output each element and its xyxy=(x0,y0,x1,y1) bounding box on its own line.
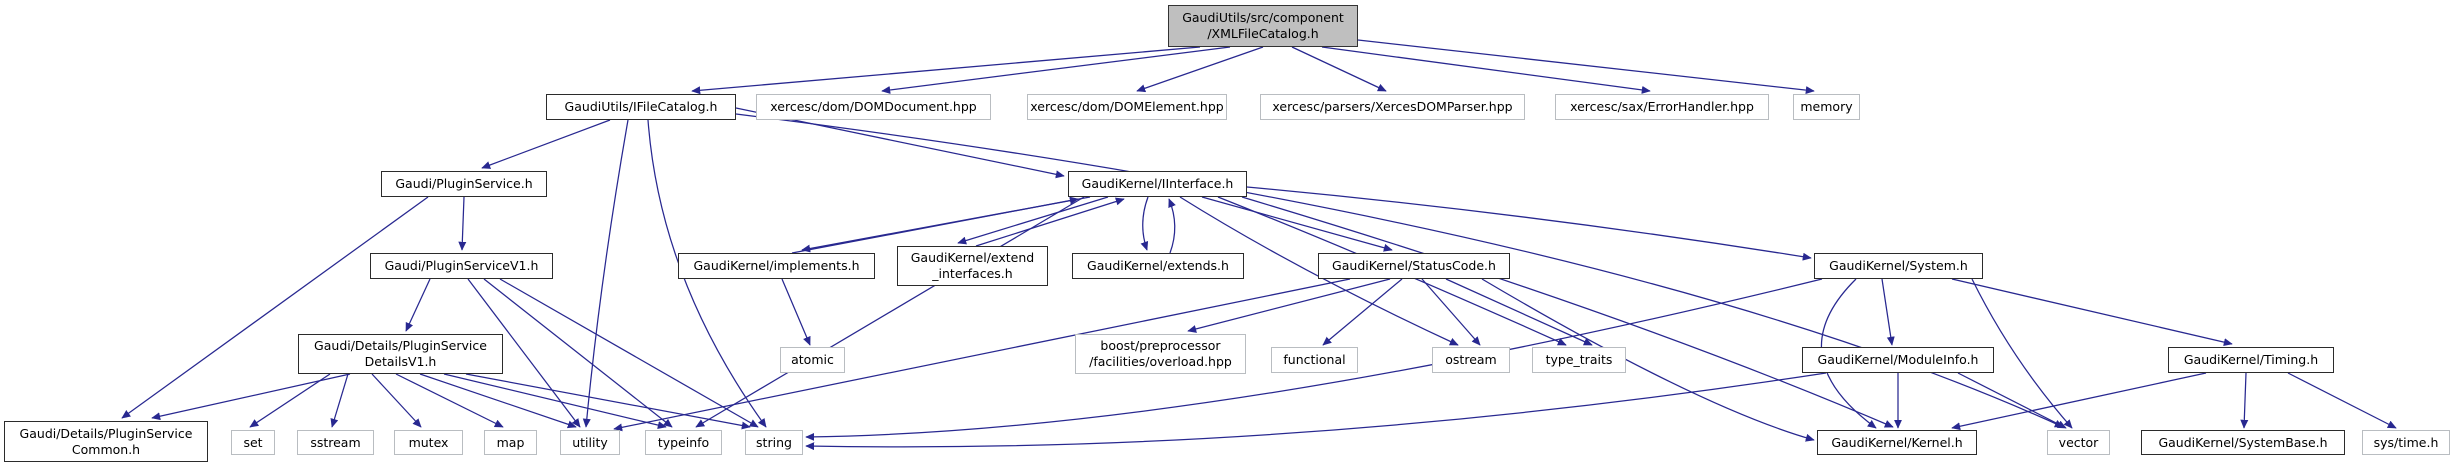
edge-sc-to-ker xyxy=(1481,278,1815,442)
edge-ifc-to-util xyxy=(582,119,629,428)
edge-sc-to-ovl xyxy=(1187,278,1391,333)
edge-ext-to-iint xyxy=(1168,198,1176,254)
edge-sc-to-func xyxy=(1322,278,1403,346)
edge-sc-to-ttr xyxy=(1445,278,1593,346)
edge-iint-to-sc xyxy=(1201,196,1393,252)
edge-root-to-parser xyxy=(1291,46,1387,92)
graph-node-atomic: atomic xyxy=(780,347,845,373)
graph-node-util: utility xyxy=(560,430,620,455)
edge-dv1-to-sst xyxy=(330,373,349,428)
edge-sc-to-util xyxy=(613,278,1351,432)
edge-psv1-to-str xyxy=(499,278,759,428)
edge-root-to-errh xyxy=(1321,46,1651,94)
graph-node-psv1[interactable]: Gaudi/PluginServiceV1.h xyxy=(370,253,553,279)
graph-node-sys[interactable]: GaudiKernel/System.h xyxy=(1814,253,1983,279)
edge-dv1-to-str xyxy=(465,373,751,430)
graph-node-tim[interactable]: GaudiKernel/Timing.h xyxy=(2168,347,2334,373)
edge-sc-to-ostr xyxy=(1421,278,1481,346)
edge-tim-to-ker xyxy=(1951,372,2207,431)
edge-psv1-to-tinfo xyxy=(483,278,673,428)
edge-iint-to-extif xyxy=(957,196,1109,245)
edge-modi-to-vec xyxy=(1957,372,2067,429)
edge-dv1-to-set xyxy=(249,373,331,428)
edge-dv1-to-mtx xyxy=(371,373,422,428)
graph-node-modi[interactable]: GaudiKernel/ModuleInfo.h xyxy=(1802,347,1994,373)
graph-node-ext[interactable]: GaudiKernel/extends.h xyxy=(1072,253,1244,279)
edge-psvc-to-psv1 xyxy=(458,196,467,251)
graph-node-set: set xyxy=(231,430,275,455)
edge-psvc-to-common xyxy=(121,196,429,419)
graph-node-extif[interactable]: GaudiKernel/extend _interfaces.h xyxy=(897,246,1048,286)
edge-root-to-memory xyxy=(1357,39,1815,95)
edge-sys-to-modi xyxy=(1881,278,1895,346)
graph-node-sc[interactable]: GaudiKernel/StatusCode.h xyxy=(1318,253,1510,279)
graph-node-str: string xyxy=(745,430,803,455)
graph-node-map: map xyxy=(484,430,537,455)
graph-node-memory: memory xyxy=(1793,94,1860,120)
edge-dv1-to-tinfo xyxy=(443,373,667,429)
graph-node-mtx: mutex xyxy=(394,430,463,455)
graph-node-domdoc: xercesc/dom/DOMDocument.hpp xyxy=(756,94,991,120)
edge-extif-to-iint xyxy=(975,197,1125,247)
edge-dv1-to-common xyxy=(151,373,351,421)
graph-node-func: functional xyxy=(1271,347,1358,373)
edge-root-to-ifc xyxy=(691,46,1201,95)
edge-root-to-domelem xyxy=(1136,46,1264,93)
edge-modi-to-str xyxy=(805,372,1827,451)
graph-node-iint[interactable]: GaudiKernel/IInterface.h xyxy=(1068,171,1247,197)
edge-iint-to-sys xyxy=(1246,186,1812,261)
edge-dv1-to-util xyxy=(419,373,577,429)
edge-sys-to-tim xyxy=(1951,278,2233,347)
graph-node-sysb[interactable]: GaudiKernel/SystemBase.h xyxy=(2141,430,2345,455)
edge-root-to-domdoc xyxy=(881,46,1231,94)
graph-node-ostr: ostream xyxy=(1432,347,1510,373)
edge-ifc-to-psvc xyxy=(481,119,611,169)
edge-impl-to-atomic xyxy=(781,278,811,346)
edge-tim-to-sysb xyxy=(2240,372,2249,429)
graph-node-sst: sstream xyxy=(297,430,374,455)
edge-sys-to-str xyxy=(805,278,1823,441)
edge-iint-to-ker xyxy=(1241,196,1894,428)
edge-sys-to-vec xyxy=(1971,278,2073,429)
graph-node-tinfo: typeinfo xyxy=(645,430,722,455)
graph-node-stime: sys/time.h xyxy=(2362,430,2450,455)
graph-node-dv1[interactable]: Gaudi/Details/PluginService DetailsV1.h xyxy=(298,334,503,374)
edge-tim-to-stime xyxy=(2287,372,2397,429)
edge-dv1-to-map xyxy=(395,373,504,428)
graph-node-ovl: boost/preprocessor /facilities/overload.… xyxy=(1075,334,1246,374)
graph-node-psvc[interactable]: Gaudi/PluginService.h xyxy=(381,171,547,197)
graph-node-parser: xercesc/parsers/XercesDOMParser.hpp xyxy=(1260,94,1525,120)
graph-node-domelem: xercesc/dom/DOMElement.hpp xyxy=(1027,94,1227,120)
graph-node-ttr: type_traits xyxy=(1532,347,1626,373)
edge-iint-to-ext xyxy=(1140,196,1149,251)
graph-node-root[interactable]: GaudiUtils/src/component /XMLFileCatalog… xyxy=(1168,5,1358,47)
edge-iint-to-ostr xyxy=(1179,196,1459,346)
graph-node-impl[interactable]: GaudiKernel/implements.h xyxy=(678,253,875,279)
edge-impl-to-iint xyxy=(791,196,1079,254)
edge-iint-to-tinfo xyxy=(695,196,1085,428)
graph-node-errh: xercesc/sax/ErrorHandler.hpp xyxy=(1555,94,1769,120)
graph-node-ker[interactable]: GaudiKernel/Kernel.h xyxy=(1817,430,1977,455)
graph-node-vec: vector xyxy=(2047,430,2110,455)
edge-psv1-to-dv1 xyxy=(405,278,431,332)
graph-node-common[interactable]: Gaudi/Details/PluginService Common.h xyxy=(4,421,208,462)
graph-node-ifc[interactable]: GaudiUtils/IFileCatalog.h xyxy=(546,94,736,120)
